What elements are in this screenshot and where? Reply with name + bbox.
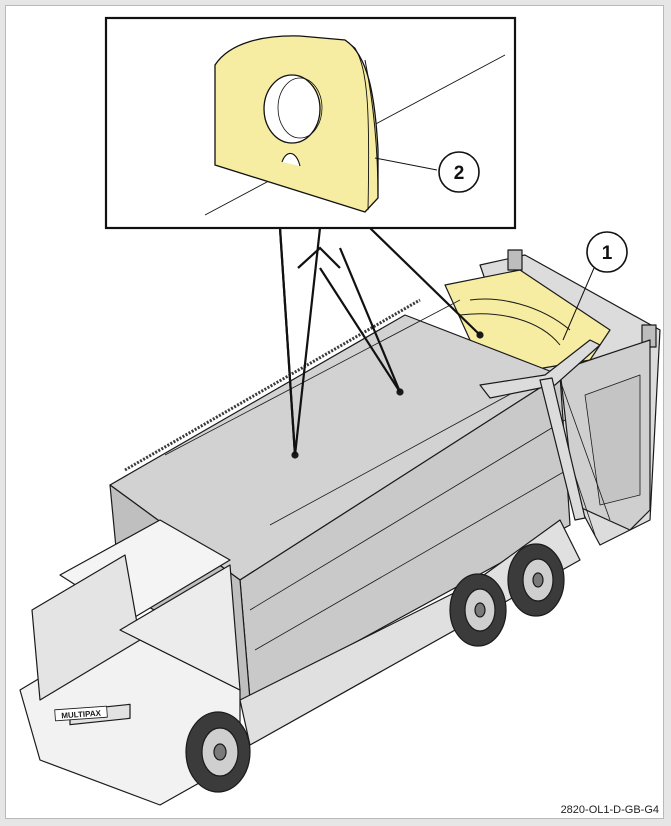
wheel-front (185, 711, 251, 793)
callout-circle-1-icon (586, 231, 628, 273)
callout-label-2: 2 (454, 163, 465, 184)
callout-1: 1 (562, 231, 628, 341)
callout-label-1: 1 (602, 243, 613, 264)
wheel-rear-2 (507, 543, 565, 617)
wheel-rear-1 (449, 573, 507, 647)
figure-code: 2820-OL1-D-GB-G4 (560, 804, 659, 816)
lug-hole (263, 74, 321, 144)
callout-2: 2 (374, 151, 480, 193)
detail-inset (104, 16, 517, 456)
front-nameplate (54, 705, 108, 722)
callout-circle-2-icon (438, 151, 480, 193)
truck-illustration: MULTIPAX (19, 249, 661, 806)
hydraulic-arm (479, 339, 601, 399)
front-nameplate-text: MULTIPAX (61, 709, 102, 721)
leader-lines (278, 227, 481, 456)
